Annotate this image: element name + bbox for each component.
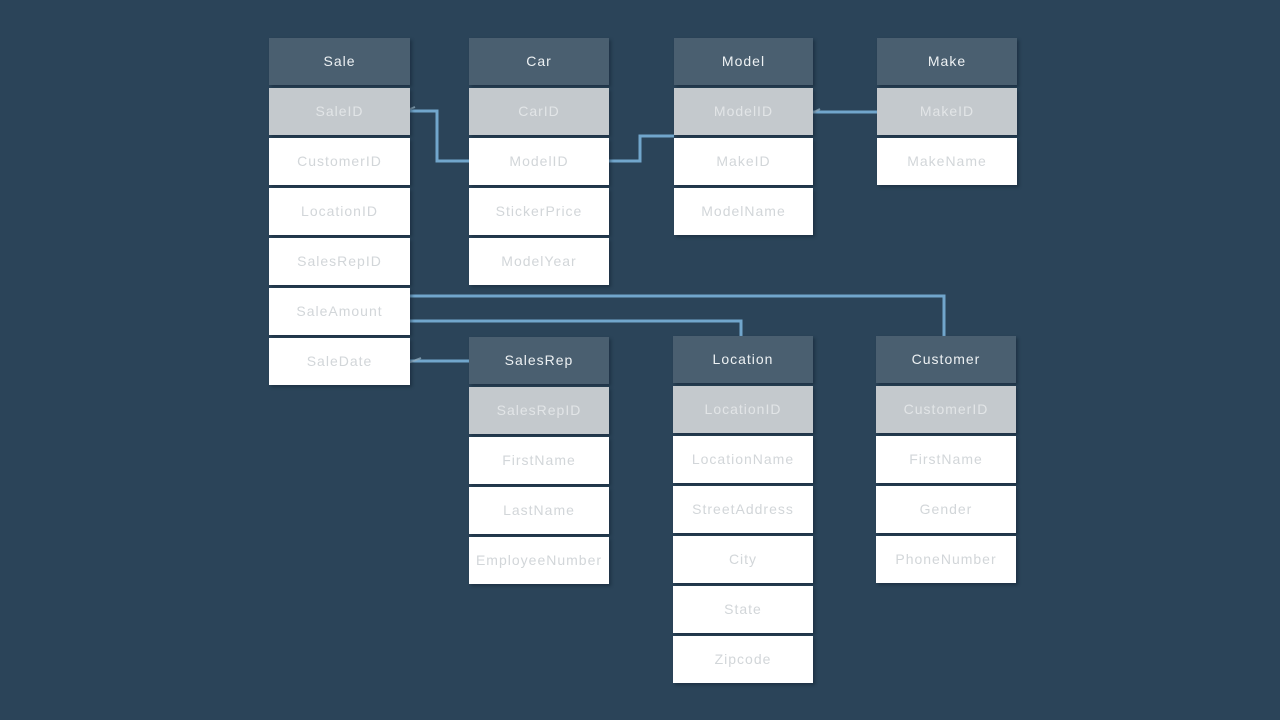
field-row-location: LocationName [673, 436, 813, 483]
field-row-model: ModelName [674, 188, 813, 235]
table-header-sale: Sale [269, 38, 410, 85]
field-row-location: Zipcode [673, 636, 813, 683]
field-row-location: State [673, 586, 813, 633]
primary-key-row-salesrep: SalesRepID [469, 387, 609, 434]
field-row-salesrep: LastName [469, 487, 609, 534]
table-header-make: Make [877, 38, 1017, 85]
field-row-make: MakeName [877, 138, 1017, 185]
field-row-model: MakeID [674, 138, 813, 185]
field-row-car: ModelID [469, 138, 609, 185]
field-row-sale: SaleDate [269, 338, 410, 385]
primary-key-row-car: CarID [469, 88, 609, 135]
field-row-customer: Gender [876, 486, 1016, 533]
table-header-location: Location [673, 336, 813, 383]
primary-key-row-location: LocationID [673, 386, 813, 433]
table-header-model: Model [674, 38, 813, 85]
field-row-sale: CustomerID [269, 138, 410, 185]
field-row-customer: FirstName [876, 436, 1016, 483]
field-row-location: City [673, 536, 813, 583]
connector-car-modelid-to-model-modelid [609, 134, 674, 163]
table-header-customer: Customer [876, 336, 1016, 383]
primary-key-row-sale: SaleID [269, 88, 410, 135]
field-row-sale: SaleAmount [269, 288, 410, 335]
connector-sale-saleid-to-car-modelid [410, 109, 469, 163]
connector-sale-to-location [410, 319, 743, 336]
table-header-car: Car [469, 38, 609, 85]
primary-key-row-make: MakeID [877, 88, 1017, 135]
field-row-car: StickerPrice [469, 188, 609, 235]
tick-saledate [407, 357, 422, 364]
field-row-sale: SalesRepID [269, 238, 410, 285]
field-row-location: StreetAddress [673, 486, 813, 533]
primary-key-row-model: ModelID [674, 88, 813, 135]
field-row-salesrep: EmployeeNumber [469, 537, 609, 584]
table-header-salesrep: SalesRep [469, 337, 609, 384]
field-row-customer: PhoneNumber [876, 536, 1016, 583]
field-row-salesrep: FirstName [469, 437, 609, 484]
connector-sale-to-customer [410, 294, 946, 336]
primary-key-row-customer: CustomerID [876, 386, 1016, 433]
field-row-car: ModelYear [469, 238, 609, 285]
field-row-sale: LocationID [269, 188, 410, 235]
